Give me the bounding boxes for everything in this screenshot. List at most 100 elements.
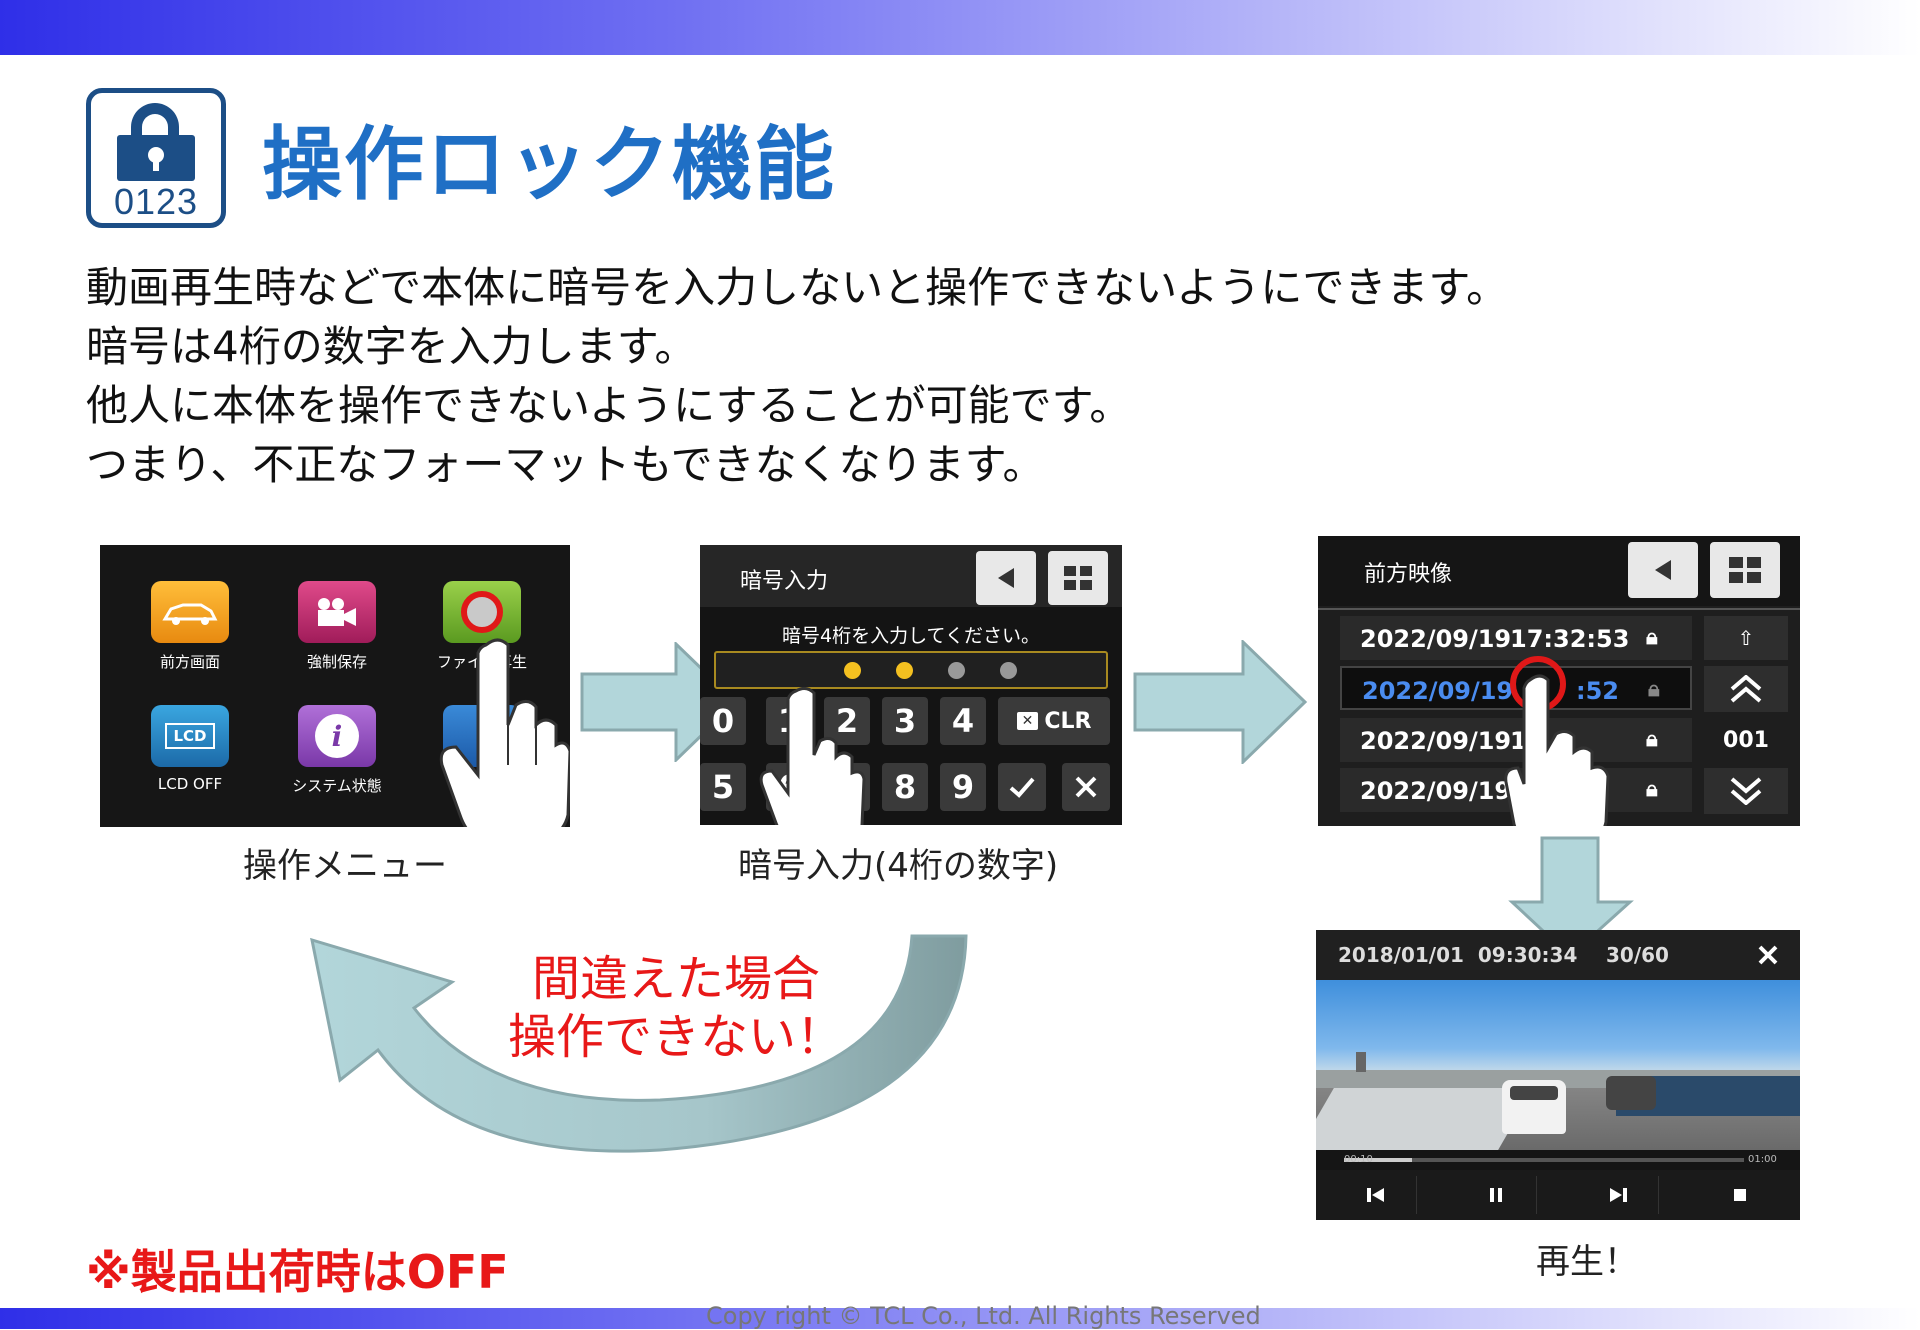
key-3[interactable]: 3	[882, 697, 928, 745]
clear-label: CLR	[1044, 708, 1092, 734]
page-down-button[interactable]	[1704, 768, 1788, 814]
pointing-hand-icon	[759, 686, 866, 825]
grid-icon	[1064, 566, 1092, 590]
warning-line-2: 操作できない！	[508, 1009, 845, 1065]
key-9[interactable]: 9	[940, 763, 986, 811]
info-icon: i	[298, 705, 376, 767]
double-chevron-down-icon	[1730, 777, 1762, 805]
description: 動画再生時などで本体に暗号を入力しないと操作できないようにできます。 暗号は4桁…	[86, 258, 1508, 494]
double-chevron-up-icon	[1730, 675, 1762, 703]
code-indicator	[714, 651, 1108, 689]
progress-fill	[1344, 1158, 1412, 1162]
pointing-hand-icon	[1504, 674, 1610, 826]
close-button[interactable]	[1748, 936, 1788, 974]
lcd-icon: LCD	[151, 705, 229, 767]
top-banner	[0, 0, 1920, 55]
menu-caption: 操作メニュー	[243, 846, 447, 886]
playback-controls	[1316, 1170, 1800, 1220]
file-list-screen: 前方映像 2022/09/19 17:32:53 🔒︎ 2022/09/19 :…	[1318, 536, 1800, 826]
menu-item-system-status[interactable]: i システム状態	[277, 705, 397, 796]
list-item-date: 2022/09/19	[1362, 677, 1514, 705]
key-4[interactable]: 4	[940, 697, 986, 745]
list-screen-title: 前方映像	[1364, 562, 1453, 587]
page-number: 001	[1704, 718, 1788, 762]
confirm-button[interactable]	[998, 763, 1046, 811]
arrow-down-icon	[1508, 836, 1634, 959]
lock-icon: 🔒︎	[1646, 625, 1658, 650]
backspace-icon: ✕	[1016, 712, 1039, 730]
menu-label: LCD OFF	[157, 775, 223, 793]
page-up-button[interactable]	[1704, 666, 1788, 712]
elapsed-time: 00:10	[1344, 1154, 1373, 1165]
progress-bar[interactable]	[1344, 1158, 1744, 1162]
description-line-4: つまり、不正なフォーマットもできなくなります。	[86, 440, 1045, 489]
list-item-time: :52	[1576, 677, 1619, 705]
back-arrow-icon	[1655, 560, 1671, 580]
menu-item-lcd-off[interactable]: LCD LCD OFF	[130, 705, 250, 793]
car-icon	[151, 581, 229, 643]
check-icon	[1009, 777, 1035, 798]
menu-label: システム状態	[292, 777, 382, 795]
menu-item-file-playback[interactable]: ファイル再生	[422, 581, 542, 672]
back-button[interactable]	[976, 551, 1036, 605]
list-item-date: 2022/09/19	[1360, 625, 1512, 653]
bottom-banner	[0, 1308, 1920, 1329]
playback-icon	[443, 581, 521, 643]
list-item[interactable]: 2022/09/19 1 🔒︎	[1340, 718, 1692, 762]
video-camera-icon	[298, 581, 376, 643]
clear-button[interactable]: ✕ CLR	[998, 697, 1110, 745]
prev-button[interactable]	[1336, 1176, 1417, 1214]
pause-icon	[1490, 1188, 1502, 1202]
list-item-date: 2022/09/19	[1360, 727, 1512, 755]
menu-item-force-save[interactable]: 強制保存	[277, 581, 397, 672]
playback-caption: 再生！	[1536, 1242, 1638, 1282]
code-screen-title: 暗号入力	[740, 569, 829, 594]
next-button[interactable]	[1578, 1176, 1659, 1214]
sort-button[interactable]: ⇧	[1704, 616, 1788, 660]
list-item-time: 17:32:53	[1510, 625, 1630, 653]
list-item[interactable]: 2022/09/19 17:32:53 🔒︎	[1340, 616, 1692, 660]
grid-menu-button[interactable]	[1048, 551, 1108, 605]
curved-return-arrow-icon	[310, 934, 968, 1153]
back-arrow-icon	[998, 568, 1014, 588]
close-icon	[1758, 945, 1778, 965]
warning-line-1: 間違えた場合	[532, 951, 821, 1007]
menu-label: 前方画面	[159, 653, 220, 671]
playback-timestamp: 2018/01/01 09:30:34	[1338, 943, 1578, 967]
code-dot-empty	[948, 662, 965, 679]
skip-forward-icon	[1610, 1188, 1627, 1202]
stop-icon	[1734, 1189, 1746, 1201]
code-caption: 暗号入力(4桁の数字)	[738, 846, 1059, 886]
grid-icon	[1729, 557, 1761, 583]
warning-message: 間違えた場合 操作できない！	[508, 950, 844, 1066]
menu-label: 強制保存	[306, 653, 367, 671]
grid-menu-button[interactable]	[1710, 542, 1780, 598]
menu-screen: 前方画面 強制保存 ファイル再生 LCD LCD OFF i システム状態 設定	[100, 545, 570, 827]
list-item-date: 2022/09/19	[1360, 777, 1512, 805]
key-8[interactable]: 8	[882, 763, 928, 811]
key-0[interactable]: 0	[700, 697, 746, 745]
pause-button[interactable]	[1456, 1176, 1537, 1214]
video-frame	[1316, 980, 1800, 1150]
description-line-1: 動画再生時などで本体に暗号を入力しないと操作できないようにできます。	[86, 263, 1509, 312]
copyright: Copy right © TCL Co., Ltd. All Rights Re…	[706, 1302, 1261, 1330]
sort-icon: ⇧	[1737, 626, 1755, 650]
key-2[interactable]: 2	[824, 697, 870, 745]
back-button[interactable]	[1628, 542, 1698, 598]
factory-default-note: ※製品出荷時はOFF	[86, 1245, 509, 1299]
lock-icon: 0123	[86, 88, 226, 228]
lock-icon: 🔒︎	[1648, 677, 1660, 702]
menu-item-front-view[interactable]: 前方画面	[130, 581, 250, 672]
close-icon	[1075, 776, 1097, 798]
stop-button[interactable]	[1700, 1176, 1780, 1214]
description-line-3: 他人に本体を操作できないようにすることが可能です。	[86, 381, 1132, 430]
skip-back-icon	[1367, 1188, 1384, 1202]
total-time: 01:00	[1748, 1154, 1777, 1165]
lcd-icon-text: LCD	[165, 723, 215, 749]
cancel-button[interactable]	[1062, 763, 1110, 811]
playback-counter: 30/60	[1606, 943, 1669, 967]
page-title: 操作ロック機能	[262, 118, 836, 211]
code-dot-empty	[1000, 662, 1017, 679]
key-5[interactable]: 5	[700, 763, 746, 811]
code-prompt: 暗号4桁を入力してください。	[782, 625, 1040, 647]
